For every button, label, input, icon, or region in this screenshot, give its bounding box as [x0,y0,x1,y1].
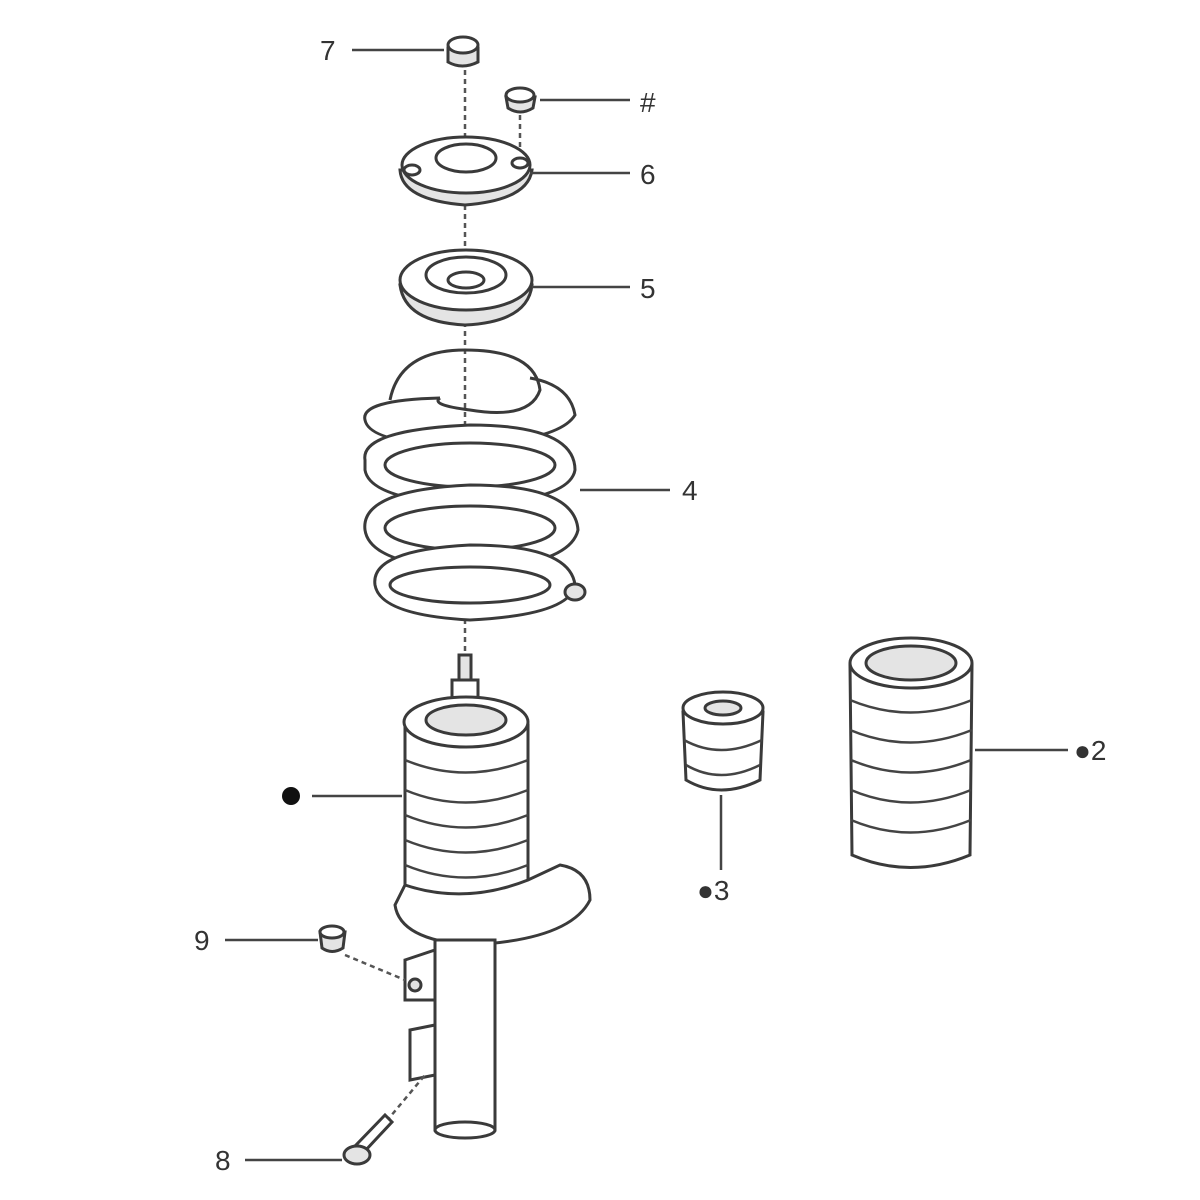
bullet-icon [282,787,300,805]
part-9-nut[interactable] [318,924,347,953]
part-7-top-nut[interactable] [446,35,480,68]
part-8-bolt[interactable] [342,1112,395,1166]
label-4: 4 [682,475,698,506]
label-9: 9 [194,925,210,956]
strut-assembly[interactable] [393,653,592,1140]
label-3: ●3 [697,875,729,906]
bracket-axis [344,953,406,982]
label-5: 5 [640,273,656,304]
part-5-bearing[interactable] [398,248,534,327]
label-7: 7 [320,35,336,66]
part-4-coil-spring[interactable] [363,348,587,622]
part-stud-nut[interactable] [504,86,537,114]
label-2: ●2 [1074,735,1106,766]
part-3-bump-stop[interactable] [681,690,765,792]
part-6-top-mount[interactable] [398,135,534,207]
label-6: 6 [640,159,656,190]
part-2-dust-boot[interactable] [848,636,974,869]
label-hash: # [640,87,656,118]
label-8: 8 [215,1145,231,1176]
